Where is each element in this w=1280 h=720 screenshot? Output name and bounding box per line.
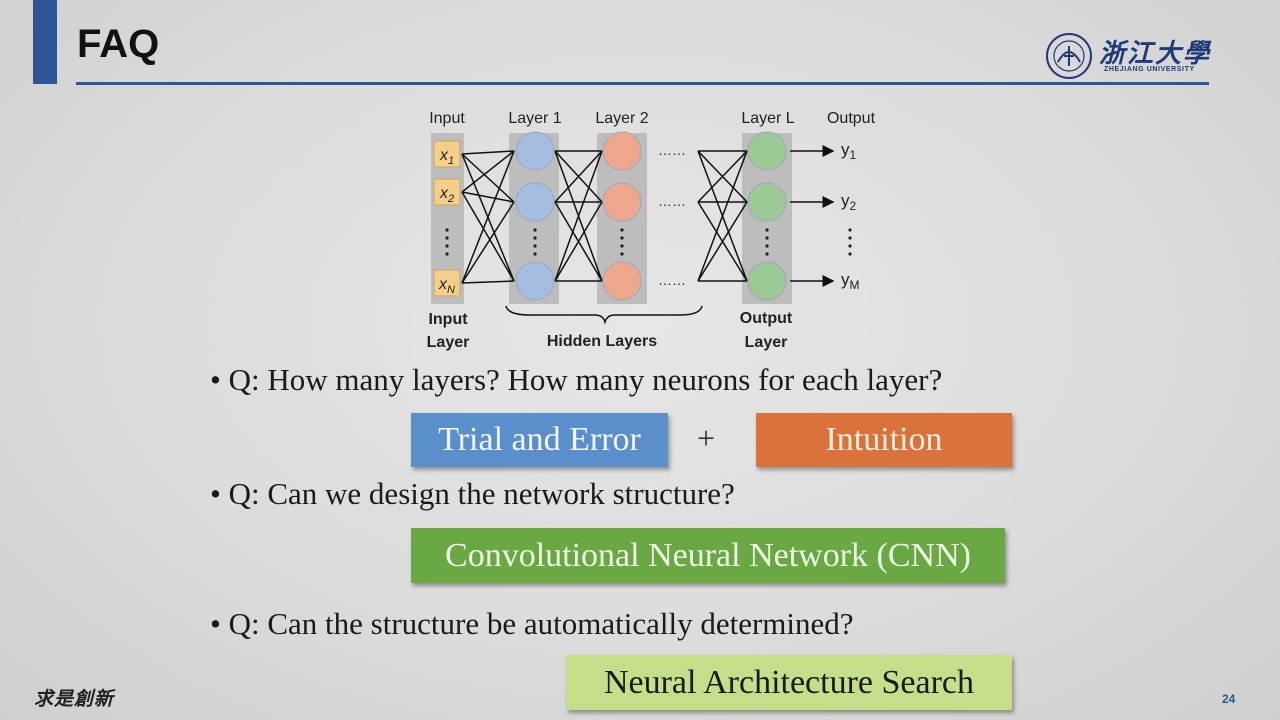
university-logo bbox=[1046, 33, 1092, 79]
col-label-output: Output bbox=[827, 110, 876, 127]
col-label-layerL: Layer L bbox=[741, 110, 794, 127]
col-label-layer2: Layer 2 bbox=[595, 110, 648, 127]
col-label-layer1: Layer 1 bbox=[508, 110, 561, 127]
neuron-lL-3 bbox=[747, 261, 787, 301]
logo-emblem-icon bbox=[1046, 33, 1092, 79]
university-motto: 求是創新 bbox=[34, 688, 115, 710]
logo-wordmark: 浙江大學 bbox=[1099, 39, 1212, 69]
logo-english-name: ZHEJIANG UNIVERSITY bbox=[1104, 66, 1195, 73]
question-3: • Q: Can the structure be automatically … bbox=[210, 606, 854, 641]
title-divider bbox=[76, 82, 1209, 85]
input-xN: xN bbox=[438, 276, 455, 296]
neuron-l1-1 bbox=[515, 131, 555, 171]
plus-joiner: + bbox=[697, 420, 716, 456]
answer-nas: Neural Architecture Search bbox=[566, 655, 1012, 710]
page-number: 24 bbox=[1222, 692, 1236, 706]
input-x1: x1 bbox=[439, 147, 454, 167]
neuron-l2-1 bbox=[602, 131, 642, 171]
answer-cnn: Convolutional Neural Network (CNN) bbox=[411, 528, 1005, 583]
question-2: • Q: Can we design the network structure… bbox=[210, 476, 735, 511]
dots-row3: …… bbox=[658, 272, 686, 288]
input-layer-label-2: Layer bbox=[427, 334, 470, 351]
output-y1: y1 bbox=[841, 140, 857, 162]
question-1: • Q: How many layers? How many neurons f… bbox=[210, 362, 943, 397]
dots-row1: …… bbox=[658, 142, 686, 158]
hidden-layers-label: Hidden Layers bbox=[547, 333, 657, 350]
page-title: FAQ bbox=[77, 22, 160, 66]
neuron-l1-3 bbox=[515, 261, 555, 301]
neuron-l2-2 bbox=[602, 182, 642, 222]
output-layer-label-2: Layer bbox=[745, 334, 788, 351]
output-y2: y2 bbox=[841, 191, 857, 213]
input-x2: x2 bbox=[439, 185, 454, 205]
output-yM: yM bbox=[841, 270, 860, 292]
answer-intuition: Intuition bbox=[756, 413, 1012, 467]
output-layer-label-1: Output bbox=[740, 310, 793, 327]
title-accent-bar bbox=[33, 0, 57, 84]
answer-trial-and-error: Trial and Error bbox=[411, 413, 668, 467]
hidden-layers-brace bbox=[505, 305, 703, 325]
input-layer-label-1: Input bbox=[428, 311, 468, 328]
neuron-l2-3 bbox=[602, 261, 642, 301]
neuron-l1-2 bbox=[515, 182, 555, 222]
neural-network-diagram: Input Layer 1 Layer 2 Layer L Output x1 … bbox=[427, 110, 876, 351]
dots-row2: …… bbox=[658, 193, 686, 209]
neuron-lL-2 bbox=[747, 182, 787, 222]
col-label-input: Input bbox=[429, 110, 465, 127]
neuron-lL-1 bbox=[747, 131, 787, 171]
